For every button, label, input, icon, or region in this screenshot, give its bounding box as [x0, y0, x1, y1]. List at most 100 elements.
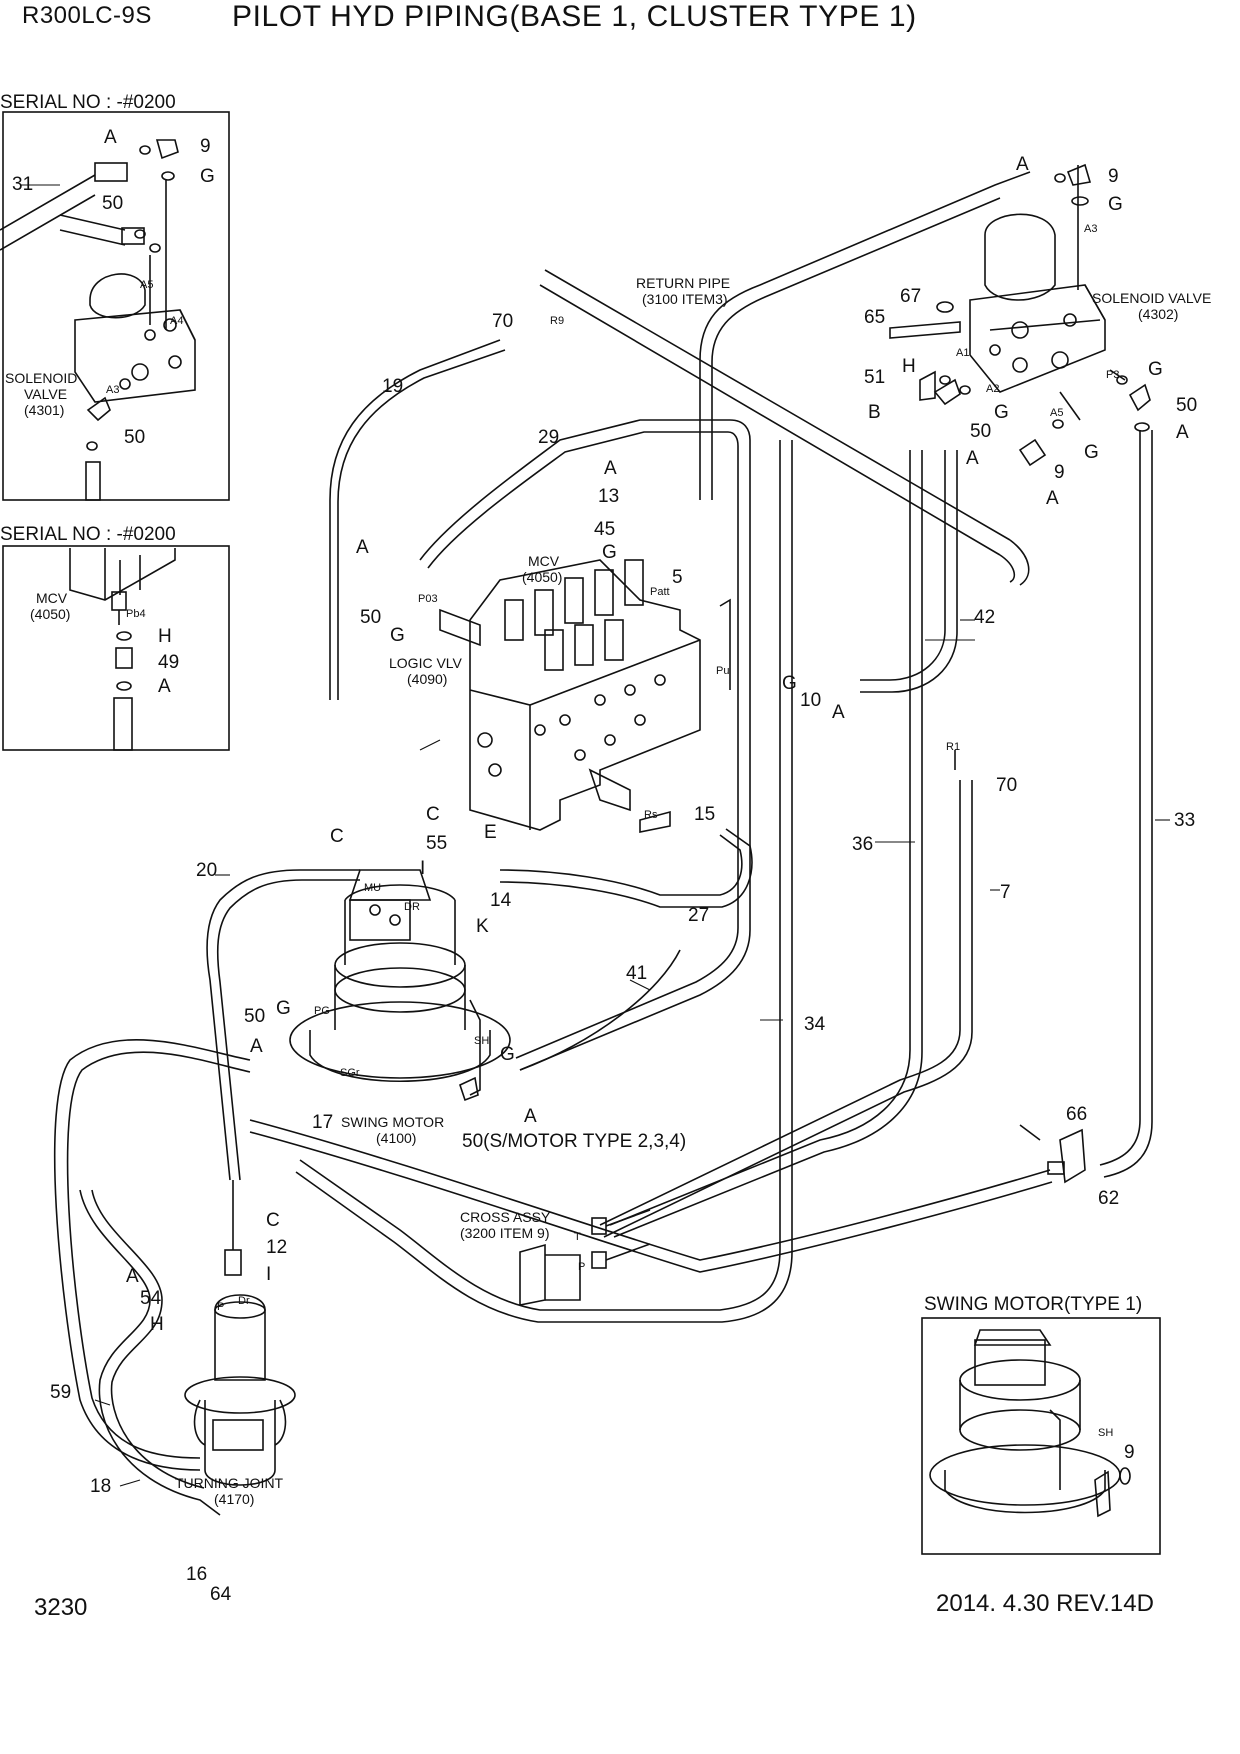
callout-label: 9 [1108, 166, 1119, 187]
callout-label: A [1176, 422, 1189, 443]
swing-motor-item: (4100) [376, 1130, 416, 1146]
callout-label: A [524, 1106, 537, 1127]
solenoid-valve-4302 [889, 163, 1151, 467]
bracket-62 [1019, 1124, 1086, 1184]
port-label: A1 [956, 347, 969, 359]
callout-label: A [1016, 154, 1029, 175]
solenoid-valve-label: SOLENOID VALVE [1092, 290, 1211, 306]
cross-assy [519, 1209, 651, 1306]
mcv-item: (4050) [522, 569, 562, 585]
callout-label: 20 [196, 860, 217, 881]
return-pipe-label: RETURN PIPE [636, 275, 730, 291]
hoses [53, 171, 1153, 1516]
serial-number-mid: SERIAL NO : -#0200 [0, 524, 176, 545]
callout-label: 14 [490, 890, 512, 911]
callout-label: 64 [210, 1584, 232, 1605]
callout-label: 33 [1174, 810, 1195, 831]
callout-label: 10 [800, 690, 821, 711]
port-label: DR [404, 901, 420, 913]
inset-solenoid-label-2: VALVE [24, 386, 67, 402]
callout-label: A [356, 537, 369, 558]
turning-joint-item: (4170) [214, 1491, 254, 1507]
callout-label: H [902, 356, 916, 377]
port-label: P3 [1106, 369, 1119, 381]
port-label: A4 [170, 315, 183, 327]
callout-label: A [158, 676, 171, 697]
callout-label: 7 [1000, 882, 1011, 903]
port-label: A2 [986, 383, 999, 395]
callout-label: G [1148, 359, 1163, 380]
callout-label: 9 [1054, 462, 1065, 483]
callout-label: 50 [360, 607, 381, 628]
callout-label: A [966, 448, 979, 469]
port-label: MU [364, 882, 381, 894]
revision-date: 2014. 4.30 REV.14D [936, 1590, 1154, 1617]
callout-label: 19 [382, 376, 403, 397]
port-label: SH [474, 1035, 489, 1047]
port-label: SGr [340, 1067, 360, 1079]
port-label: R1 [946, 741, 960, 753]
inset-solenoid-label: SOLENOID [5, 370, 77, 386]
callout-label: 67 [900, 286, 921, 307]
port-label: P [578, 1261, 585, 1273]
diagram-labels: SERIAL NO : -#0200 SERIAL NO : -#0200 SW… [0, 92, 1211, 1605]
callout-label: 51 [864, 367, 885, 388]
inset-mcv-item: (4050) [30, 606, 70, 622]
callout-label: 54 [140, 1288, 162, 1309]
callout-label: 70 [996, 775, 1017, 796]
logic-valve-item: (4090) [407, 671, 447, 687]
callout-label: I [420, 858, 425, 879]
port-label: A3 [106, 384, 119, 396]
callout-label: 59 [50, 1382, 71, 1403]
page-title: PILOT HYD PIPING(BASE 1, CLUSTER TYPE 1) [232, 0, 917, 33]
mcv-label: MCV [528, 553, 560, 569]
callout-label: I [266, 1264, 271, 1285]
port-label: R9 [550, 315, 564, 327]
callout-label: G [782, 673, 797, 694]
cross-assy-label: CROSS ASSY [460, 1209, 551, 1225]
cross-assy-item: (3200 ITEM 9) [460, 1225, 549, 1241]
callout-label: C [426, 804, 440, 825]
callout-label: 66 [1066, 1104, 1087, 1125]
callout-label: E [484, 822, 497, 843]
callout-label: G [276, 998, 291, 1019]
inset-mcv-label: MCV [36, 590, 68, 606]
port-label: Pu [716, 665, 729, 677]
page-number: 3230 [34, 1594, 88, 1621]
port-label: A5 [1050, 407, 1063, 419]
callout-label: 9 [1124, 1442, 1135, 1463]
inset-swing-motor-type1 [929, 1329, 1131, 1518]
callout-label: 31 [12, 174, 33, 195]
callout-label: 16 [186, 1564, 207, 1585]
callout-label: G [1084, 442, 1099, 463]
callout-label: A [1046, 488, 1059, 509]
callout-label: 12 [266, 1237, 287, 1258]
port-label: Pb4 [126, 608, 146, 620]
port-label: A5 [140, 279, 153, 291]
callout-label: 17 [312, 1112, 333, 1133]
callout-label: G [390, 625, 405, 646]
callout-label: 50 [970, 421, 991, 442]
callout-label: A [250, 1036, 263, 1057]
inset-solenoid-item: (4301) [24, 402, 64, 418]
port-label: T [574, 1231, 581, 1243]
callout-label: 50 [102, 193, 123, 214]
callout-label: H [158, 626, 172, 647]
callout-label: 9 [200, 136, 211, 157]
callout-label: A [832, 702, 845, 723]
callout-label: 55 [426, 833, 447, 854]
callout-label: 27 [688, 905, 709, 926]
callout-label: H [150, 1314, 164, 1335]
callout-label: 34 [804, 1014, 826, 1035]
inset-frame-swing-motor [921, 1317, 1161, 1555]
callout-label: G [200, 166, 215, 187]
callout-label: G [1108, 194, 1123, 215]
return-pipe-item: (3100 ITEM3) [642, 291, 728, 307]
smotor-type-note: 50(S/MOTOR TYPE 2,3,4) [462, 1131, 686, 1152]
port-label: PG [314, 1005, 330, 1017]
callout-label: 62 [1098, 1188, 1119, 1209]
callout-label: 70 [492, 311, 513, 332]
callout-label: 65 [864, 307, 885, 328]
